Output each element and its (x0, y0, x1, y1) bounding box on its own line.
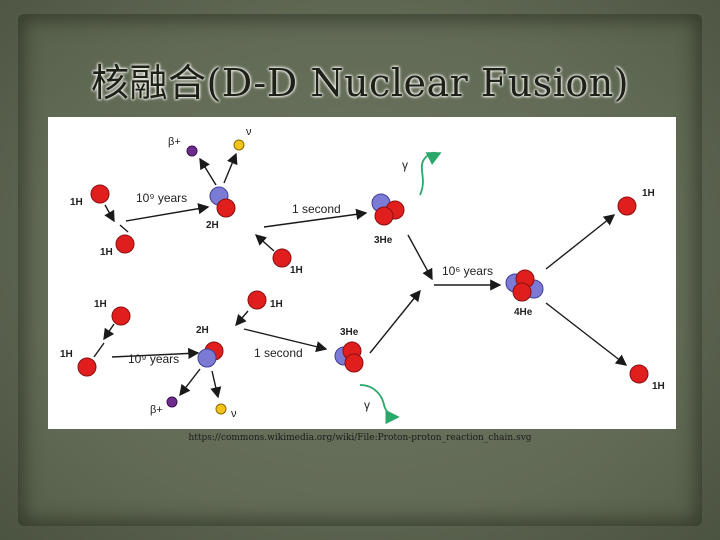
proton-proton-chain-diagram: 1H 1H 10⁹ years β+ ν 2H 1H (60, 126, 665, 425)
label-h1-bottom-left-2: 1H (60, 349, 73, 360)
arrow-he4-to-h1-bottom (545, 302, 628, 366)
proton-h1-top-left (90, 184, 110, 204)
label-bottom-second: 1 second (254, 346, 303, 360)
arrow-h1-to-fusion-top-1 (104, 204, 115, 223)
neutrino-bottom (215, 403, 227, 415)
arrow-he4-to-h1-top (545, 214, 616, 270)
proton-he3-bottom-b (344, 353, 364, 373)
label-bottom-years: 10⁹ years (128, 352, 179, 366)
label-top-years: 10⁹ years (136, 191, 187, 205)
arrow-h1-to-fusion-top-2 (119, 224, 129, 233)
slide-title: 核融合(D-D Nuclear Fusion) (90, 61, 630, 105)
label-nu-bottom: ν (231, 408, 237, 420)
proton-h2-top (216, 198, 236, 218)
label-beta-top: β+ (168, 136, 181, 148)
label-he4: 4He (514, 307, 533, 318)
proton-h1-right-top (617, 196, 637, 216)
proton-h1-right-bottom (629, 364, 649, 384)
arrow-top-years (125, 203, 210, 222)
label-h1-bottom-left-1: 1H (94, 299, 107, 310)
label-h1-right-top: 1H (642, 188, 655, 199)
label-mid-years: 10⁶ years (442, 264, 493, 278)
neutrino-top (233, 139, 245, 151)
neutron-h2-bottom (197, 348, 217, 368)
label-top-second: 1 second (292, 202, 341, 216)
positron-top (186, 145, 198, 157)
diagram-panel: 1H 1H 10⁹ years β+ ν 2H 1H (48, 117, 676, 429)
source-caption: https://commons.wikimedia.org/wiki/File:… (188, 433, 532, 443)
proton-h1-bottom-left-2 (77, 357, 97, 377)
positron-bottom (166, 396, 178, 408)
label-h1-top-left: 1H (70, 197, 83, 208)
arrow-to-neutrino-bottom (210, 370, 222, 399)
label-gamma-top: γ (402, 158, 408, 172)
arrow-he3-bottom-to-he4 (369, 289, 421, 354)
arrow-h1-bottom-1 (103, 323, 115, 341)
arrow-to-positron-bottom (179, 368, 201, 397)
proton-h1-top-left-2 (115, 234, 135, 254)
label-h1-right-bottom: 1H (652, 381, 665, 392)
arrow-top-second (263, 208, 368, 228)
proton-he3-top-b (374, 206, 394, 226)
label-nu-top: ν (246, 126, 252, 138)
label-h1-top-mid: 1H (290, 265, 303, 276)
arrow-bottom-second (243, 328, 328, 353)
label-h1-bottom-mid: 1H (270, 299, 283, 310)
label-he3-bottom: 3He (340, 327, 359, 338)
label-gamma-bottom: γ (364, 398, 370, 412)
proton-h1-top-mid (272, 248, 292, 268)
label-h1-top-left-2: 1H (100, 247, 113, 258)
label-h2-top: 2H (206, 220, 219, 231)
gamma-wave-bottom (359, 384, 400, 425)
gamma-wave-top (419, 151, 442, 196)
proton-he4-b (512, 282, 532, 302)
arrow-h1-bottom-2 (93, 342, 105, 358)
arrow-to-neutrino-top (223, 152, 238, 184)
arrow-h1-top-mid (254, 234, 275, 252)
label-he3-top: 3He (374, 235, 393, 246)
arrow-to-positron-top (199, 157, 217, 186)
arrow-h1-bottom-mid (235, 310, 249, 327)
arrow-bottom-years (111, 347, 200, 360)
proton-h1-bottom-mid (247, 290, 267, 310)
label-h2-bottom: 2H (196, 325, 209, 336)
proton-h1-bottom-left-1 (111, 306, 131, 326)
arrow-he3-top-to-he4 (407, 234, 433, 281)
label-beta-bottom: β+ (150, 404, 163, 416)
